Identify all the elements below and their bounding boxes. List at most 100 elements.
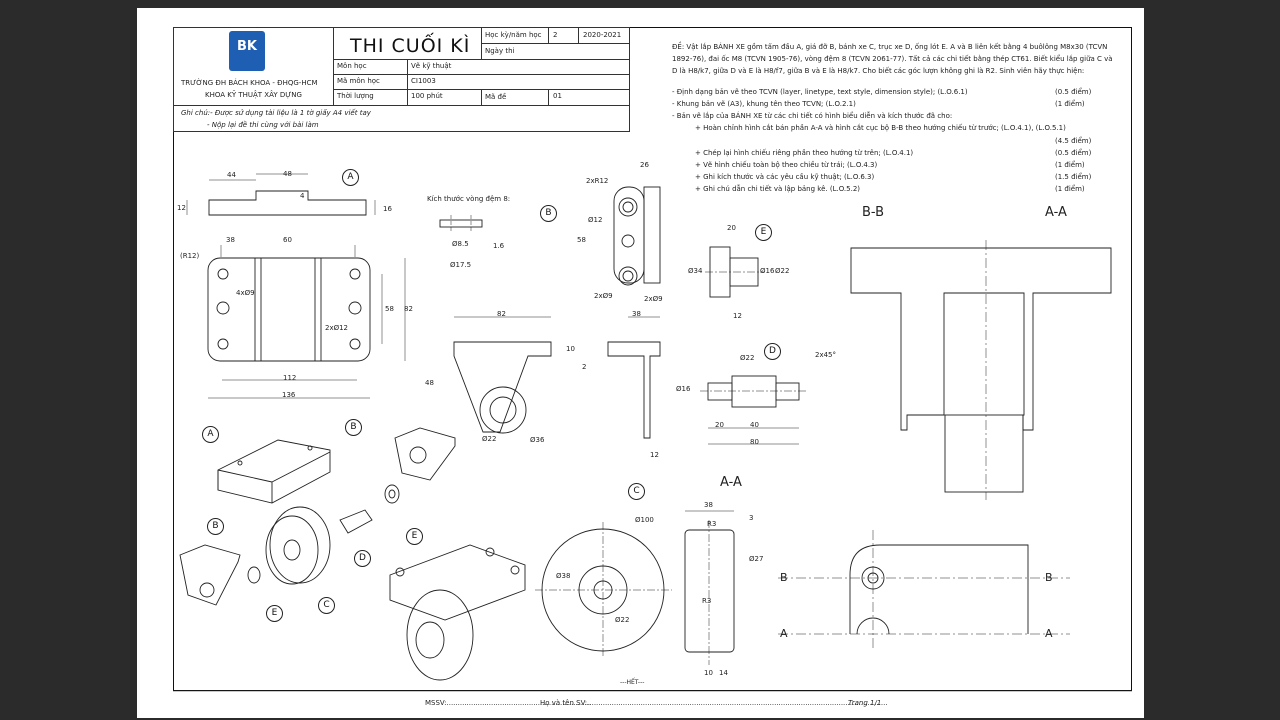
task-item: + Hoàn chỉnh hình cắt bán phần A-A và hì…: [695, 124, 1066, 132]
page-number: Trang 1/1: [848, 699, 882, 707]
dim-text: 2xR12: [586, 177, 609, 185]
dim-text: Ø22: [482, 435, 497, 443]
dim-text: 60: [283, 236, 292, 244]
dim-text: R3: [707, 520, 717, 528]
dim-text: 82: [497, 310, 506, 318]
section-aa-title: A-A: [1045, 205, 1067, 220]
section-aa-c-title: A-A: [720, 475, 742, 490]
label-e-iso-2: E: [266, 605, 283, 622]
task-score: (1 điểm): [1055, 100, 1085, 108]
cut-a-left: A: [780, 627, 788, 640]
dim-text: Ø36: [530, 436, 545, 444]
exam-code-label: Mã đề: [485, 93, 507, 101]
part-c-wheel-section: [684, 510, 735, 665]
task-item: + Ghi kích thước và các yêu cầu kỹ thuật…: [695, 173, 875, 181]
dim-text: 12: [177, 204, 186, 212]
semester-label: Học kỳ/năm học: [485, 31, 542, 39]
dim-text: Ø22: [775, 267, 790, 275]
cut-b-right: B: [1045, 571, 1053, 584]
dim-text: 38: [632, 310, 641, 318]
dim-text: 20: [715, 421, 724, 429]
dim-text: 2xØ9: [594, 292, 613, 300]
exam-code-value: 01: [553, 92, 562, 100]
label-b-iso: B: [345, 419, 362, 436]
exam-sheet: [137, 8, 1144, 718]
dim-text: 2x45°: [815, 351, 837, 359]
task-score: (4.5 điểm): [1055, 137, 1092, 145]
title-block: [173, 27, 630, 132]
dim-text: 38: [704, 501, 713, 509]
label-e-iso: E: [406, 528, 423, 545]
subject-code-value: CI1003: [411, 77, 436, 85]
note-line-1: Ghi chú:- Được sử dụng tài liệu là 1 tờ …: [181, 109, 371, 117]
dim-text: Ø34: [688, 267, 703, 275]
dim-text: 2: [582, 363, 587, 371]
dim-text: 40: [750, 421, 759, 429]
iso-wheel: [265, 506, 331, 585]
school-name: TRƯỜNG ĐH BÁCH KHOA - ĐHQG-HCM: [181, 79, 318, 87]
dim-text: 10: [566, 345, 575, 353]
task-item: + Chép lại hình chiếu riêng phần theo hư…: [695, 149, 914, 157]
task-score: (1 điểm): [1055, 161, 1085, 169]
subject-code-label: Mã môn học: [337, 77, 380, 85]
dim-text: 2xØ12: [325, 324, 349, 332]
task-score: (0.5 điểm): [1055, 149, 1092, 157]
task-item: - Định dạng bản vẽ theo TCVN (layer, lin…: [672, 88, 968, 96]
logo-text: BK: [237, 39, 257, 54]
dim-text: 12: [733, 312, 742, 320]
iso-part-b: [179, 427, 456, 606]
label-c-wheel: C: [628, 483, 645, 500]
dim-text: 10: [704, 669, 713, 677]
school-logo: BK: [229, 31, 265, 71]
dim-text: 48: [283, 170, 292, 178]
cut-b-left: B: [780, 571, 788, 584]
cut-a-right: A: [1045, 627, 1053, 640]
note-line-2: - Nộp lại đề thi cùng với bài làm: [207, 121, 319, 129]
iso-part-a: [217, 439, 331, 504]
task-score: (1 điểm): [1055, 185, 1085, 193]
task-item: - Bản vẽ lắp của BÁNH XE từ các chi tiết…: [672, 112, 953, 120]
label-d-iso: D: [354, 550, 371, 567]
part-e-view: [705, 246, 765, 298]
section-bb-title: B-B: [862, 205, 885, 220]
section-view-outline: [850, 240, 1112, 500]
subject-label: Môn học: [337, 62, 367, 70]
dim-text: 1.6: [493, 242, 505, 250]
dim-text: 4xØ9: [236, 289, 255, 297]
exam-date-label: Ngày thi: [485, 47, 515, 55]
student-id-field: MSSV:...................................…: [425, 699, 592, 707]
task-score: (0.5 điểm): [1055, 88, 1092, 96]
dim-text: 58: [577, 236, 586, 244]
dim-text: 3: [749, 514, 754, 522]
label-b-top: B: [540, 205, 557, 222]
part-a-front-view: [186, 173, 376, 216]
dim-text: 58: [385, 305, 394, 313]
label-b-iso-2: B: [207, 518, 224, 535]
iso-shaft: [247, 484, 400, 584]
part-c-wheel-front: [535, 522, 672, 658]
student-name-field: Họ và tên SV:...........................…: [540, 699, 888, 707]
dim-text: 38: [226, 236, 235, 244]
dim-text: 12: [650, 451, 659, 459]
dim-text: Ø100: [635, 516, 654, 524]
dim-text: Ø22: [740, 354, 755, 362]
dim-text: R3: [702, 597, 712, 605]
dim-text: 4: [300, 192, 305, 200]
washer-title: Kích thước vòng đệm 8:: [427, 195, 511, 203]
exam-title: THI CUỐI KÌ: [350, 35, 471, 57]
dim-text: 112: [283, 374, 297, 382]
part-a-top-view: [207, 245, 406, 399]
dim-text: 16: [383, 205, 392, 213]
dim-text: Ø16: [760, 267, 775, 275]
washer-section: [439, 215, 483, 232]
dim-text: Ø22: [615, 616, 630, 624]
dim-text: Ø38: [556, 572, 571, 580]
part-b-side-view: [613, 186, 661, 286]
dim-text: 20: [727, 224, 736, 232]
label-a-iso: A: [202, 426, 219, 443]
section-view-bottom: [778, 530, 1070, 650]
part-b-profile-view: [607, 316, 661, 439]
drawing-frame: [173, 27, 1132, 691]
dim-text: 48: [425, 379, 434, 387]
